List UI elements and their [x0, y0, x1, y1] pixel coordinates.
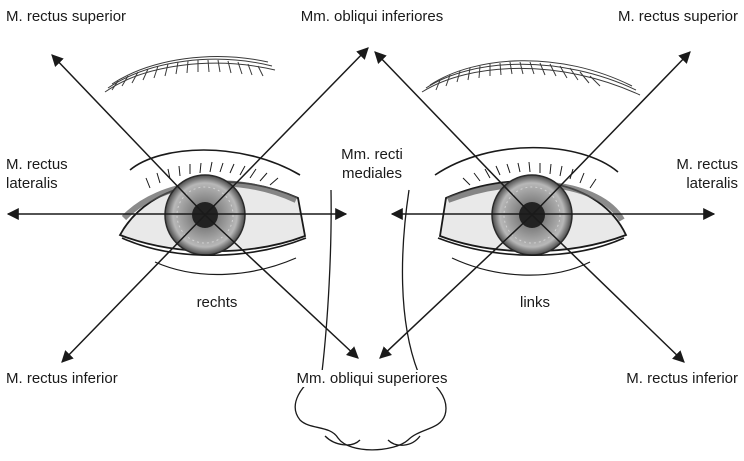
- label-top-left: M. rectus superior: [6, 8, 126, 25]
- label-eye-right: rechts: [172, 294, 262, 311]
- right-eyebrow: [105, 57, 275, 92]
- label-mid-right-line1: M. rectus: [600, 156, 738, 173]
- left-eyebrow: [422, 61, 640, 95]
- label-mid-center-line2: mediales: [312, 165, 432, 182]
- label-mid-right-line2: lateralis: [600, 175, 738, 192]
- label-mid-left-line1: M. rectus: [6, 156, 68, 173]
- label-bottom-left: M. rectus inferior: [6, 370, 118, 387]
- arrow-obliquus-inferior-right: [205, 48, 368, 215]
- label-bottom-right: M. rectus inferior: [560, 370, 738, 387]
- label-top-right: M. rectus superior: [560, 8, 738, 25]
- arrow-obliquus-inferior-left: [375, 52, 532, 215]
- left-upper-lid-fold: [435, 148, 618, 175]
- label-top-center: Mm. obliqui inferiores: [262, 8, 482, 25]
- label-bottom-center: Mm. obliqui superiores: [262, 370, 482, 387]
- label-mid-center-line1: Mm. recti: [312, 146, 432, 163]
- right-eye: [105, 57, 306, 275]
- label-eye-left: links: [495, 294, 575, 311]
- label-mid-left-line2: lateralis: [6, 175, 58, 192]
